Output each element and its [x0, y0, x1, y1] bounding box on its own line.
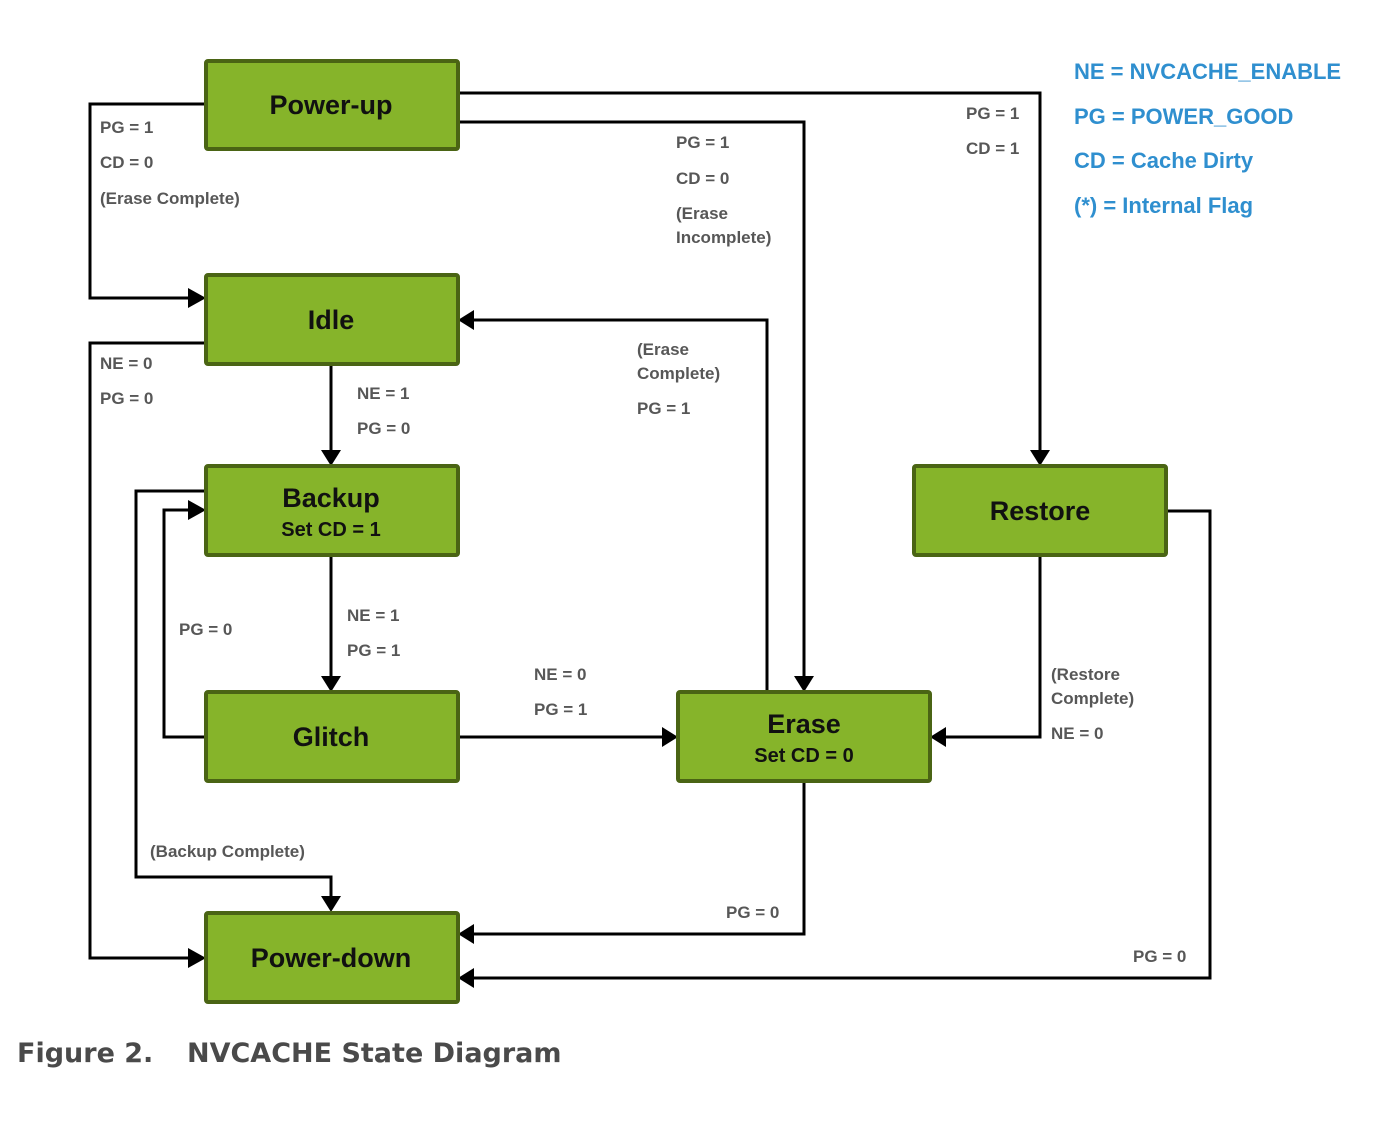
- arrowhead-icon: [188, 500, 206, 520]
- state-erase: Erase Set CD = 0: [676, 690, 932, 783]
- state-title: Backup: [282, 483, 380, 513]
- label-powerup-to-restore: PG = 1 CD = 1: [966, 104, 1019, 158]
- state-idle: Idle: [204, 273, 460, 366]
- label-restore-to-powerdown: PG = 0: [1133, 947, 1186, 966]
- arrowhead-icon: [188, 948, 206, 968]
- arrowhead-icon: [458, 924, 474, 944]
- legend-item: NE = NVCACHE_ENABLE: [1074, 59, 1341, 84]
- condition-label: CD = 0: [100, 153, 153, 172]
- arrowhead-icon: [458, 968, 474, 988]
- arrowhead-icon: [662, 727, 678, 747]
- condition-label: CD = 1: [966, 139, 1019, 158]
- condition-label: CD = 0: [676, 169, 729, 188]
- arrowhead-icon: [321, 676, 341, 692]
- condition-label: (Erase Complete): [100, 189, 240, 208]
- label-idle-to-backup: NE = 1 PG = 0: [357, 384, 410, 438]
- condition-label: (Erase: [637, 340, 689, 359]
- edge-erase-to-powerdown: [458, 782, 806, 944]
- state-power-up: Power-up: [204, 59, 460, 151]
- legend-item: CD = Cache Dirty: [1074, 148, 1254, 173]
- legend-item: PG = POWER_GOOD: [1074, 104, 1293, 129]
- state-title: Power-down: [251, 943, 412, 973]
- legend: NE = NVCACHE_ENABLE PG = POWER_GOOD CD =…: [1074, 59, 1341, 218]
- arrowhead-icon: [321, 450, 341, 466]
- condition-label: PG = 1: [966, 104, 1019, 123]
- condition-label: NE = 0: [534, 665, 586, 684]
- label-restore-to-erase: (Restore Complete) NE = 0: [1051, 665, 1134, 743]
- condition-label: PG = 1: [100, 118, 153, 137]
- legend-item: (*) = Internal Flag: [1074, 193, 1253, 218]
- condition-label: PG = 1: [676, 133, 729, 152]
- condition-label: PG = 0: [357, 419, 410, 438]
- edge-restore-to-erase: [930, 556, 1042, 747]
- edge-idle-to-powerdown: [88, 341, 206, 968]
- label-powerup-to-erase: PG = 1 CD = 0 (Erase Incomplete): [676, 133, 771, 247]
- edge-glitch-to-backup: [162, 500, 206, 739]
- label-backup-to-powerdown: (Backup Complete): [150, 842, 305, 861]
- edge-powerup-to-restore: [458, 91, 1050, 466]
- condition-label: (Backup Complete): [150, 842, 305, 861]
- arrowhead-icon: [794, 676, 814, 692]
- condition-label: PG = 1: [637, 399, 690, 418]
- arrowhead-icon: [188, 288, 206, 308]
- label-powerup-to-idle: PG = 1 CD = 0 (Erase Complete): [100, 118, 240, 208]
- label-erase-to-idle: (Erase Complete) PG = 1: [637, 340, 720, 418]
- state-subtitle: Set CD = 0: [754, 745, 853, 767]
- figure-number: Figure 2.: [17, 1038, 154, 1069]
- edge-backup-to-powerdown: [134, 489, 341, 912]
- condition-label: PG = 1: [534, 700, 587, 719]
- edge-glitch-to-erase: [458, 727, 678, 747]
- label-erase-to-powerdown: PG = 0: [726, 903, 779, 922]
- edge-restore-to-powerdown: [458, 509, 1212, 988]
- condition-label: NE = 0: [1051, 724, 1103, 743]
- condition-label: PG = 0: [1133, 947, 1186, 966]
- edge-idle-to-backup: [321, 364, 341, 466]
- label-glitch-to-erase: NE = 0 PG = 1: [534, 665, 587, 719]
- figure-caption: Figure 2. NVCACHE State Diagram: [17, 1038, 562, 1069]
- state-title: Restore: [990, 496, 1091, 526]
- state-title: Idle: [308, 305, 355, 335]
- label-glitch-to-backup: PG = 0: [179, 620, 232, 639]
- condition-label: NE = 0: [100, 354, 152, 373]
- condition-label: NE = 1: [357, 384, 409, 403]
- edge-erase-to-idle: [458, 310, 769, 692]
- arrowhead-icon: [458, 310, 474, 330]
- condition-label: PG = 0: [100, 389, 153, 408]
- arrowhead-icon: [321, 896, 341, 912]
- condition-label: NE = 1: [347, 606, 399, 625]
- condition-label: Complete): [637, 364, 720, 383]
- condition-label: PG = 1: [347, 641, 400, 660]
- state-power-down: Power-down: [204, 911, 460, 1004]
- label-backup-to-glitch: NE = 1 PG = 1: [347, 606, 400, 660]
- state-title: Erase: [767, 709, 841, 739]
- figure-title: NVCACHE State Diagram: [187, 1038, 562, 1069]
- edge-powerup-to-idle: [88, 102, 206, 308]
- state-subtitle: Set CD = 1: [281, 519, 380, 541]
- label-idle-to-powerdown: NE = 0 PG = 0: [100, 354, 153, 408]
- condition-label: PG = 0: [179, 620, 232, 639]
- edge-powerup-to-erase: [458, 120, 814, 692]
- condition-label: (Restore: [1051, 665, 1120, 684]
- edge-backup-to-glitch: [321, 556, 341, 692]
- state-restore: Restore: [912, 464, 1168, 557]
- condition-label: (Erase: [676, 204, 728, 223]
- arrowhead-icon: [930, 727, 946, 747]
- condition-label: PG = 0: [726, 903, 779, 922]
- state-title: Glitch: [293, 722, 370, 752]
- arrowhead-icon: [1030, 450, 1050, 466]
- state-glitch: Glitch: [204, 690, 460, 783]
- condition-label: Incomplete): [676, 228, 771, 247]
- state-title: Power-up: [269, 90, 392, 120]
- state-backup: Backup Set CD = 1: [204, 464, 460, 557]
- condition-label: Complete): [1051, 689, 1134, 708]
